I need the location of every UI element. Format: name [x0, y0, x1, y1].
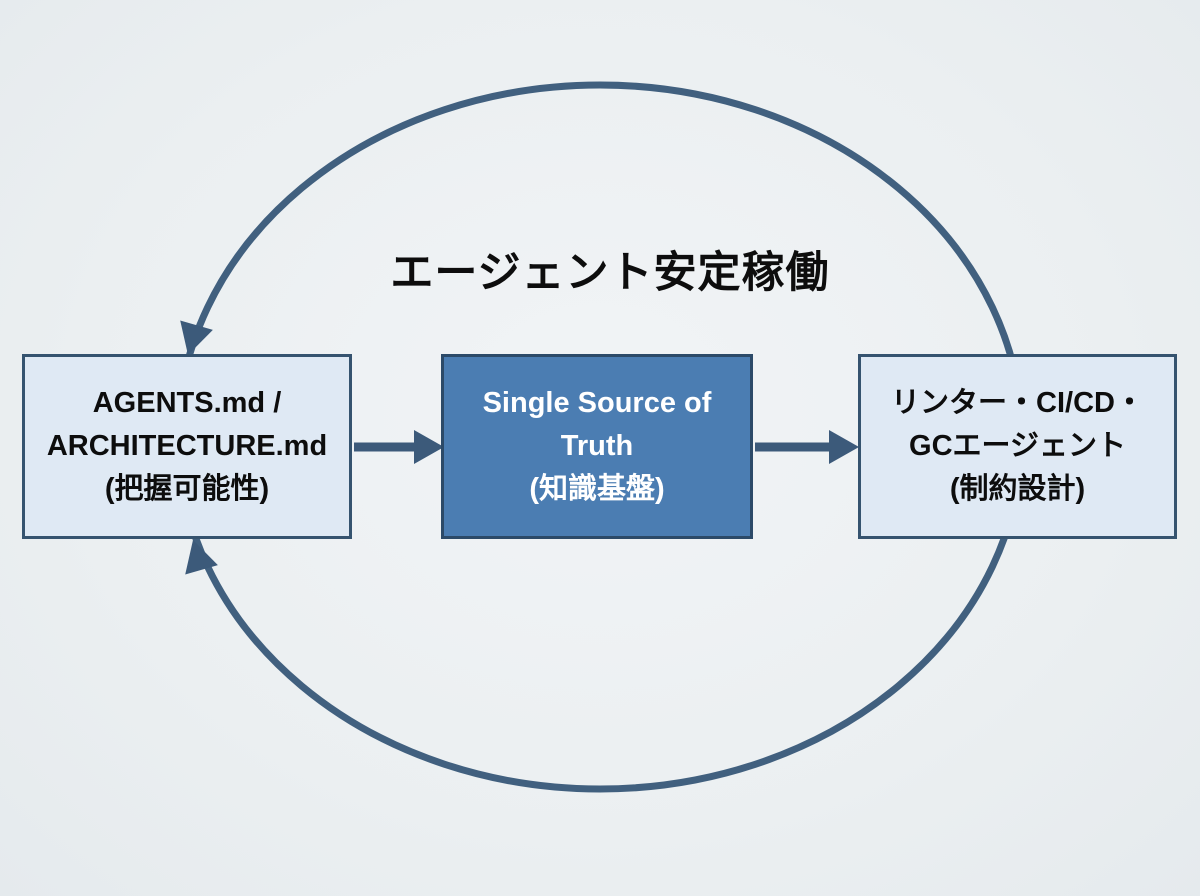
arrowhead-right-icon — [829, 430, 859, 464]
box-linter-cicd-gc-agent: リンター・CI/CD・ GCエージェント (制約設計) — [858, 354, 1177, 539]
arrowhead-right-icon — [414, 430, 444, 464]
arrow-left-to-center — [354, 430, 444, 464]
box-agents-md: AGENTS.md / ARCHITECTURE.md (把握可能性) — [22, 354, 352, 539]
loop-arrowhead-bottom-icon — [185, 540, 218, 575]
box-line: AGENTS.md / — [92, 387, 282, 420]
box-line: (制約設計) — [949, 472, 1086, 505]
loop-arrowhead-top-icon — [180, 320, 213, 355]
box-line: GCエージェント — [909, 430, 1126, 463]
box-single-source-of-truth: Single Source of Truth (知識基盤) — [441, 354, 753, 539]
arrow-center-to-right — [755, 430, 859, 464]
box-line: ARCHITECTURE.md — [46, 430, 328, 463]
box-line: Truth — [560, 430, 634, 463]
box-line: (知識基盤) — [529, 472, 665, 505]
box-line: (把握可能性) — [104, 472, 270, 505]
box-line: リンター・CI/CD・ — [891, 387, 1144, 420]
diagram-title: エージェント安定稼働 — [390, 249, 830, 297]
box-line: Single Source of — [482, 387, 712, 420]
